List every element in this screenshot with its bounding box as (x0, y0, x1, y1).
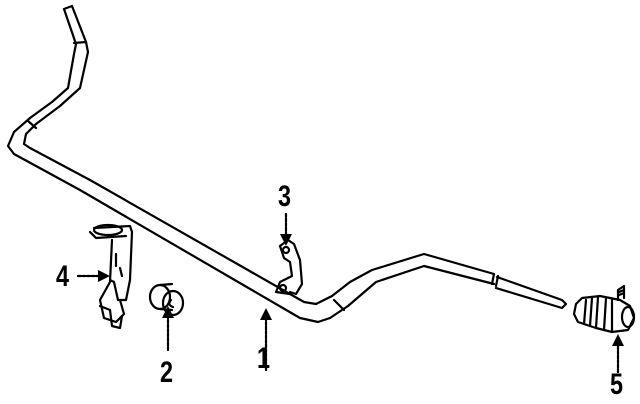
callout-4: 4 (56, 260, 70, 293)
callout-1: 1 (257, 342, 271, 375)
bracket-part (88, 223, 134, 330)
stabilizer-bar (6, 4, 568, 324)
bushing-part (148, 282, 185, 317)
arrowheads (98, 234, 624, 346)
clamp-part (274, 238, 304, 296)
callout-2: 2 (160, 356, 174, 389)
callout-3: 3 (278, 180, 292, 213)
callout-arrows (76, 212, 620, 374)
callout-5: 5 (610, 368, 624, 401)
link-end-part (572, 284, 636, 334)
